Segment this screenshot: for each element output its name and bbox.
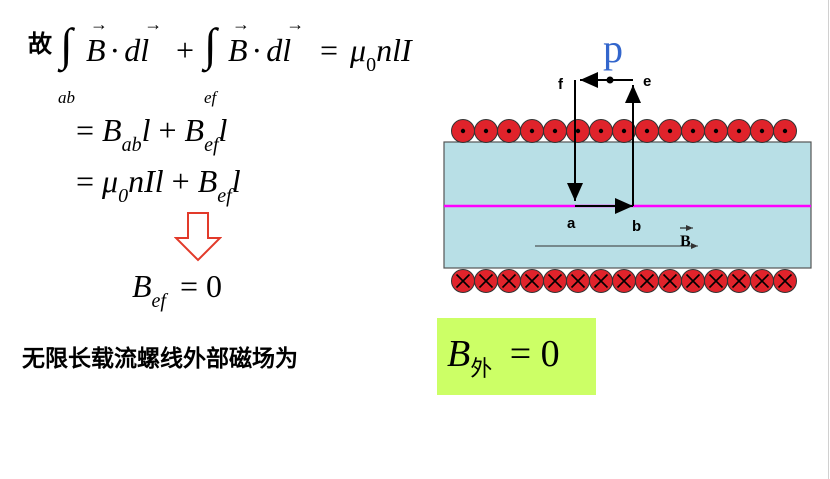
B-ef-2: B	[197, 163, 218, 199]
subscript-ab: ab	[121, 134, 142, 156]
equals-sign-3: =	[76, 163, 95, 199]
differential-d-2: d	[266, 32, 283, 68]
integral-sign-1: ∫	[60, 19, 73, 70]
l-2: l	[218, 112, 228, 148]
mu-subscript-2: 0	[118, 185, 129, 207]
vector-l-1: l	[140, 14, 162, 69]
corner-label-b: b	[632, 218, 641, 235]
line1-rhs: μ0nlI	[350, 32, 412, 76]
vector-B-2: B	[228, 14, 250, 69]
corner-label-a: a	[567, 215, 576, 232]
current-out-dot-icon	[483, 128, 489, 134]
conclusion-formula-box: B外 = 0	[437, 318, 596, 395]
current-out-dot-icon	[667, 128, 673, 134]
current-in-cross-icon	[455, 273, 471, 289]
conclusion-text: 无限长载流螺线外部磁场为	[22, 346, 298, 372]
current-out-dot-icon	[644, 128, 650, 134]
dot-operator-2: ·	[251, 32, 263, 68]
current-out-dot-icon	[713, 128, 719, 134]
current-in-cross-icon	[570, 273, 586, 289]
current-in-cross-icon	[685, 273, 701, 289]
point-p-label: p	[603, 28, 623, 71]
current-in-cross-icon	[662, 273, 678, 289]
mu-symbol-2: μ	[102, 163, 119, 199]
integral-sign-2: ∫	[204, 19, 217, 70]
therefore-label: 故	[28, 31, 52, 58]
plus-sign-1: +	[176, 32, 195, 68]
equals-sign-2: =	[76, 112, 95, 148]
current-out-dot-icon	[575, 128, 581, 134]
subscript-ef-2: ef	[217, 185, 232, 207]
mu-symbol-1: μ	[350, 32, 367, 68]
current-out-dot-icon	[598, 128, 604, 134]
equation-line-1: 故 ∫ ab B·dl + ∫ ef B·dl = μ0nlI	[28, 14, 448, 108]
current-out-dot-icon	[552, 128, 558, 134]
line1-term1: B·dl	[86, 14, 162, 69]
B-ef-result: B	[132, 268, 152, 304]
corner-label-f: f	[558, 76, 564, 93]
conclusion-rhs: = 0	[509, 333, 560, 375]
plus-sign-3: +	[171, 163, 190, 199]
current-out-dot-icon	[759, 128, 765, 134]
top-coil-row	[451, 119, 797, 143]
current-in-cross-icon	[593, 273, 609, 289]
current-out-dot-icon	[460, 128, 466, 134]
bottom-coil-row	[451, 269, 797, 293]
current-in-cross-icon	[616, 273, 632, 289]
l-3: l	[231, 163, 241, 199]
dot-operator-1: ·	[109, 32, 121, 68]
field-vector-label: B	[680, 233, 691, 250]
current-in-cross-icon	[708, 273, 724, 289]
current-in-cross-icon	[731, 273, 747, 289]
equation-line-3: = μ0nIl + Befl	[76, 163, 241, 207]
nIl-term: nIl	[128, 163, 164, 199]
differential-d-1: d	[124, 32, 141, 68]
current-in-cross-icon	[777, 273, 793, 289]
current-in-cross-icon	[524, 273, 540, 289]
plus-sign-2: +	[158, 112, 177, 148]
point-p-dot	[606, 76, 614, 84]
corner-label-e: e	[643, 73, 651, 90]
conclusion-formula: B外 = 0	[447, 332, 560, 382]
current-in-cross-icon	[639, 273, 655, 289]
B-outside: B	[447, 333, 471, 375]
current-in-cross-icon	[754, 273, 770, 289]
current-out-dot-icon	[736, 128, 742, 134]
l-1: l	[141, 112, 151, 148]
current-in-cross-icon	[478, 273, 494, 289]
equation-line-2: = Babl + Befl	[76, 112, 228, 156]
implies-arrow-icon	[174, 212, 222, 262]
current-out-dot-icon	[690, 128, 696, 134]
subscript-ef-result: ef	[151, 290, 166, 312]
equation-result: Bef = 0	[132, 268, 223, 312]
integral-limit-ab: ab	[58, 88, 75, 107]
solenoid-diagram: p f e a b B	[443, 28, 812, 293]
mu-subscript-1: 0	[366, 54, 377, 76]
vector-l-2: l	[282, 14, 304, 69]
current-in-cross-icon	[501, 273, 517, 289]
vector-B-1: B	[86, 14, 108, 69]
result-rhs: = 0	[179, 268, 223, 304]
B-ef-1: B	[184, 112, 205, 148]
current-out-dot-icon	[621, 128, 627, 134]
B-ab: B	[102, 112, 122, 148]
subscript-ef-1: ef	[204, 134, 219, 156]
integral-limit-ef: ef	[204, 88, 217, 107]
current-out-dot-icon	[529, 128, 535, 134]
line1-term2: B·dl	[228, 14, 304, 69]
subscript-outside: 外	[470, 357, 493, 382]
current-out-dot-icon	[506, 128, 512, 134]
rhs-tail: nlI	[376, 32, 412, 68]
current-in-cross-icon	[547, 273, 563, 289]
equals-sign-1: =	[320, 32, 339, 68]
current-out-dot-icon	[782, 128, 788, 134]
